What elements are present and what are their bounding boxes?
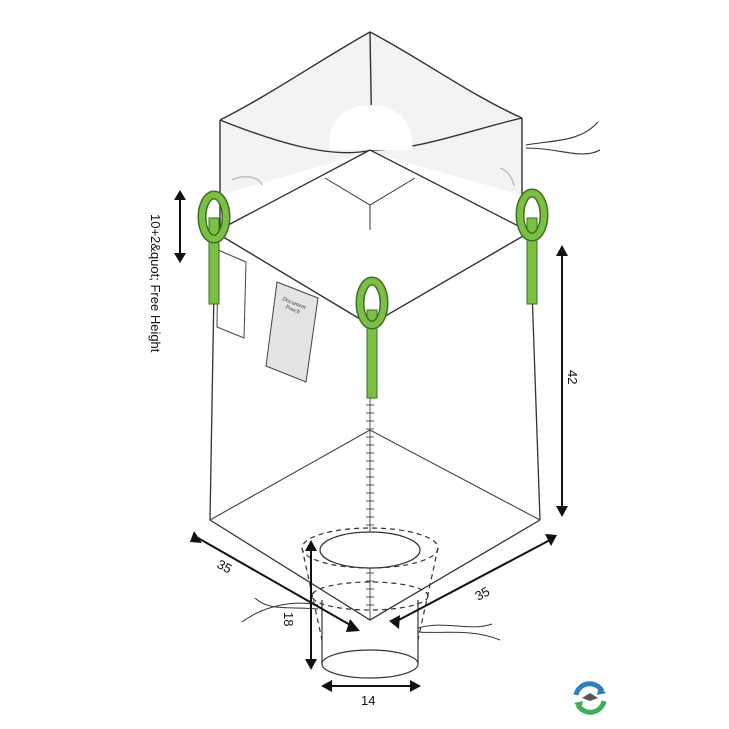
recycle-logo-icon — [573, 681, 607, 715]
document-pouch: Document Pouch — [265, 281, 319, 383]
width-right-arrow — [389, 534, 557, 629]
top-skirt — [219, 31, 523, 232]
skirt-outline — [219, 31, 523, 121]
skirt-opening — [329, 105, 413, 150]
bottom-spout — [301, 527, 439, 679]
spout-diameter-label: 14 — [361, 693, 375, 708]
height-label: 42 — [565, 370, 580, 384]
skirt-tie — [525, 121, 601, 155]
spout-diameter-arrow — [321, 680, 421, 692]
lifting-loop-right — [515, 188, 549, 305]
spout-inlet — [319, 531, 421, 569]
label-tag — [216, 249, 247, 339]
height-arrow — [556, 245, 568, 517]
spout-outlet — [321, 649, 419, 679]
width-left-label: 35 — [215, 556, 235, 576]
spout-height-label: 18 — [281, 612, 296, 626]
lifting-loop-front — [355, 276, 389, 399]
free-height-arrow — [174, 190, 186, 263]
width-left-arrow — [190, 531, 360, 632]
dimension-lines — [174, 190, 568, 692]
free-height-label: 10+2&quot; Free Height — [148, 214, 163, 353]
pouch-label-line2: Pouch — [283, 304, 300, 316]
spout-height-arrow — [305, 540, 317, 670]
lifting-loop-left — [197, 190, 231, 305]
width-right-label: 35 — [472, 584, 492, 604]
